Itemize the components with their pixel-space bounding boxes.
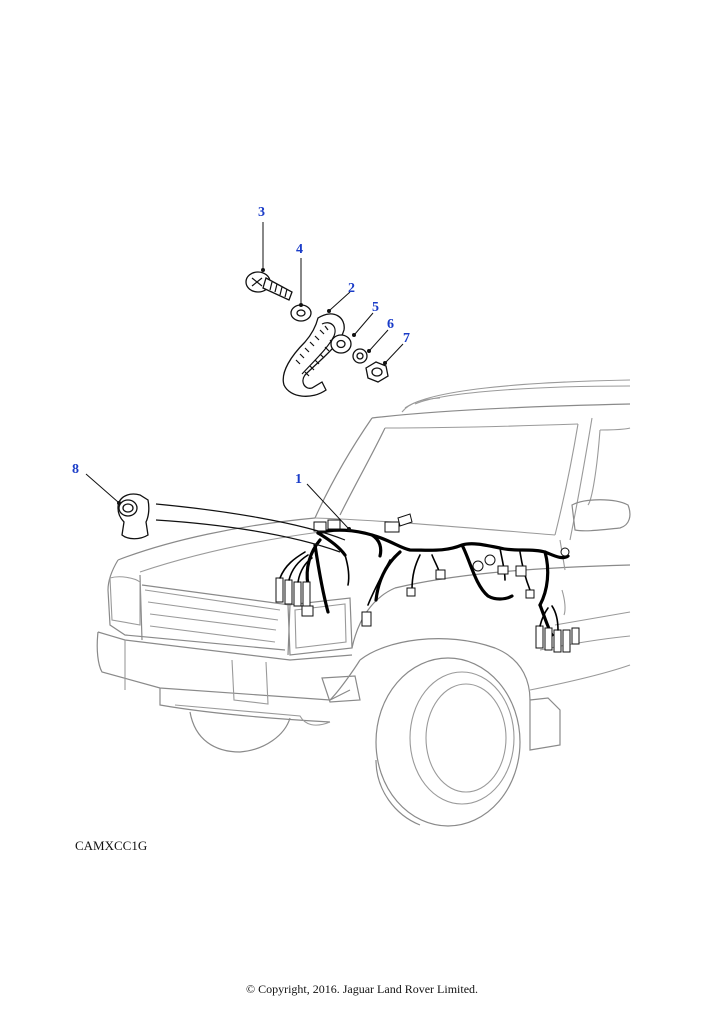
callout-8: 8 [72,462,79,477]
callout-2: 2 [348,281,355,296]
harness-clip-part [282,313,345,397]
bolt-part [245,271,293,301]
callout-5: 5 [372,300,379,315]
callout-6: 6 [387,317,394,332]
callout-7: 7 [403,331,410,346]
spring-washer-part [352,348,368,364]
left-connector-cluster [275,551,313,607]
grommet-part [117,493,346,553]
right-connector-cluster [535,605,580,653]
diagram-reference-code: CAMXCC1G [75,838,148,853]
washer-part [290,304,312,322]
flat-washer-part [330,334,352,354]
nut-part [365,361,389,383]
vehicle-outline [96,379,631,827]
copyright-notice: © Copyright, 2016. Jaguar Land Rover Lim… [245,982,479,996]
callout-1: 1 [295,472,302,487]
callout-leaders [85,222,404,531]
main-harness [275,513,580,653]
callout-3: 3 [258,205,265,220]
callout-4: 4 [296,242,303,257]
